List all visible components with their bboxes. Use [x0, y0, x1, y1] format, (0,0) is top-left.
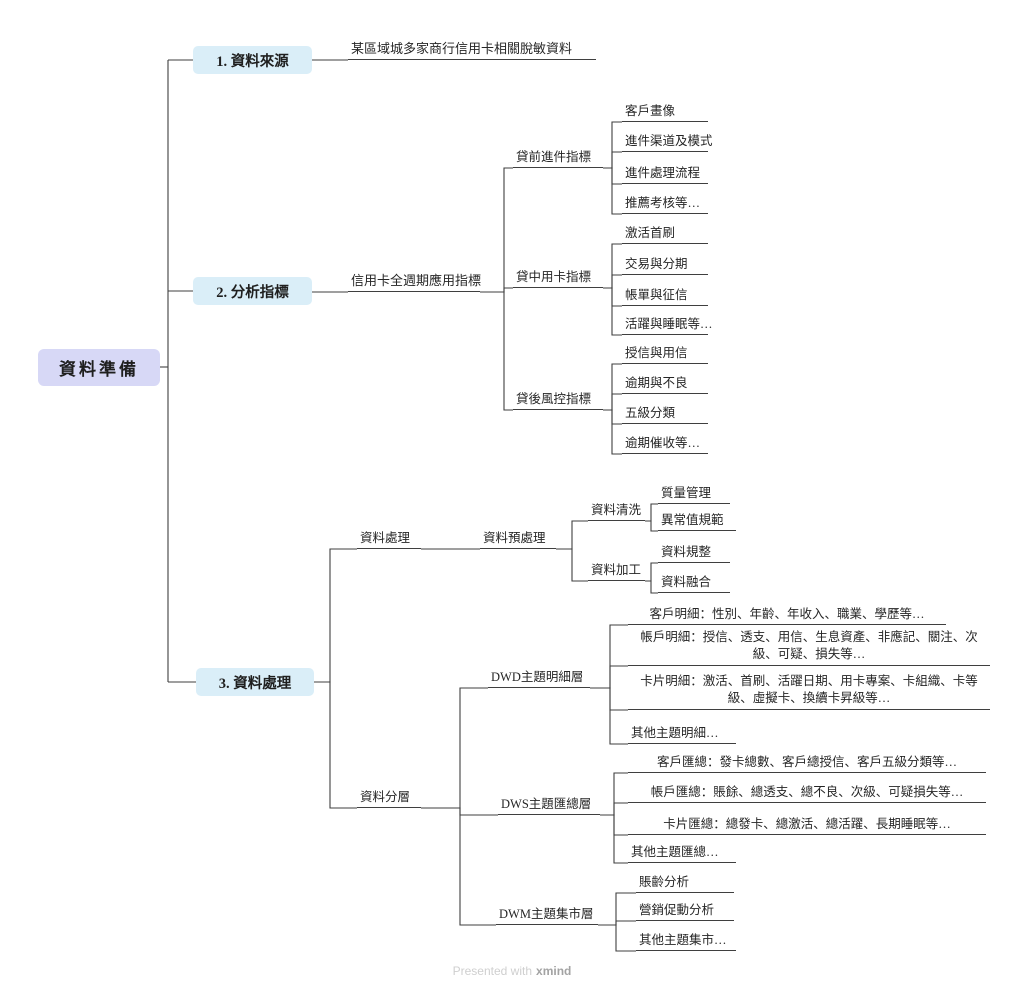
- topic-data-preprocessing[interactable]: 資料預處理: [480, 531, 556, 549]
- leaf-credit-usage[interactable]: 授信與用信: [622, 346, 708, 364]
- leaf-recommendation-review[interactable]: 推薦考核等…: [622, 196, 708, 214]
- branch-analysis-metrics[interactable]: 2. 分析指標: [193, 277, 312, 305]
- root-topic[interactable]: 資料準備: [38, 349, 160, 386]
- leaf-overdue-collection[interactable]: 逾期催收等…: [622, 436, 708, 454]
- topic-dwm-layer[interactable]: DWM主題集市層: [496, 907, 598, 925]
- topic-data-cleaning[interactable]: 資料清洗: [588, 503, 645, 521]
- leaf-quality-management[interactable]: 質量管理: [658, 486, 730, 504]
- leaf-transaction-installment[interactable]: 交易與分期: [622, 257, 708, 275]
- leaf-outlier-spec[interactable]: 異常值規範: [658, 513, 736, 531]
- leaf-card-summary[interactable]: 卡片匯總：總發卡、總激活、總活躍、長期睡眠等…: [628, 817, 986, 835]
- branch-data-processing[interactable]: 3. 資料處理: [196, 668, 314, 696]
- leaf-data-fusion[interactable]: 資料融合: [658, 575, 730, 593]
- topic-in-loan-metrics[interactable]: 貸中用卡指標: [513, 268, 603, 288]
- topic-data-transform[interactable]: 資料加工: [588, 563, 645, 581]
- leaf-data-normalize[interactable]: 資料規整: [658, 545, 730, 563]
- branch-data-source[interactable]: 1. 資料來源: [193, 46, 312, 74]
- leaf-customer-summary[interactable]: 客戶匯總：發卡總數、客戶總授信、客戶五級分類等…: [628, 755, 986, 773]
- leaf-intake-channel[interactable]: 進件渠道及模式: [622, 134, 713, 152]
- topic-data-processing-sub[interactable]: 資料處理: [357, 531, 421, 549]
- topic-source-detail[interactable]: 某區域城多家商行信用卡相關脫敏資料: [348, 40, 596, 60]
- topic-data-layering[interactable]: 資料分層: [357, 790, 421, 808]
- leaf-bill-credit[interactable]: 帳單與征信: [622, 288, 708, 306]
- leaf-account-summary[interactable]: 帳戶匯總：賬餘、總透支、總不良、次級、可疑損失等…: [628, 785, 986, 803]
- topic-full-cycle-metrics[interactable]: 信用卡全週期應用指標: [348, 272, 481, 292]
- topic-post-loan-metrics[interactable]: 貸後風控指標: [513, 390, 603, 410]
- leaf-other-detail[interactable]: 其他主題明細…: [628, 726, 736, 744]
- leaf-card-detail[interactable]: 卡片明細：激活、首刷、活躍日期、用卡專案、卡組織、卡等級、虛擬卡、換續卡昇級等…: [628, 674, 990, 710]
- leaf-activation-first-swipe[interactable]: 激活首刷: [622, 226, 708, 244]
- leaf-other-summary[interactable]: 其他主題匯總…: [628, 845, 736, 863]
- leaf-other-mart[interactable]: 其他主題集市…: [636, 933, 736, 951]
- leaf-account-detail[interactable]: 帳戶明細：授信、透支、用信、生息資產、非應記、關注、次級、可疑、損失等…: [628, 630, 990, 666]
- topic-dws-layer[interactable]: DWS主題匯總層: [498, 797, 600, 815]
- leaf-active-dormant[interactable]: 活躍與睡眠等…: [622, 317, 713, 335]
- leaf-customer-portrait[interactable]: 客戶畫像: [622, 104, 708, 122]
- footer-prefix: Presented with: [452, 964, 533, 978]
- topic-dwd-layer[interactable]: DWD主題明細層: [488, 670, 590, 688]
- leaf-five-level-class[interactable]: 五級分類: [622, 406, 708, 424]
- topic-pre-loan-metrics[interactable]: 貸前進件指標: [513, 148, 603, 168]
- xmind-logo-text: xmind: [536, 964, 572, 978]
- leaf-customer-detail[interactable]: 客戶明細：性別、年齡、年收入、職業、學歷等…: [628, 605, 946, 625]
- leaf-intake-process[interactable]: 進件處理流程: [622, 166, 708, 184]
- leaf-marketing-analysis[interactable]: 營銷促動分析: [636, 903, 734, 921]
- leaf-overdue-bad[interactable]: 逾期與不良: [622, 376, 708, 394]
- leaf-aging-analysis[interactable]: 賬齡分析: [636, 875, 734, 893]
